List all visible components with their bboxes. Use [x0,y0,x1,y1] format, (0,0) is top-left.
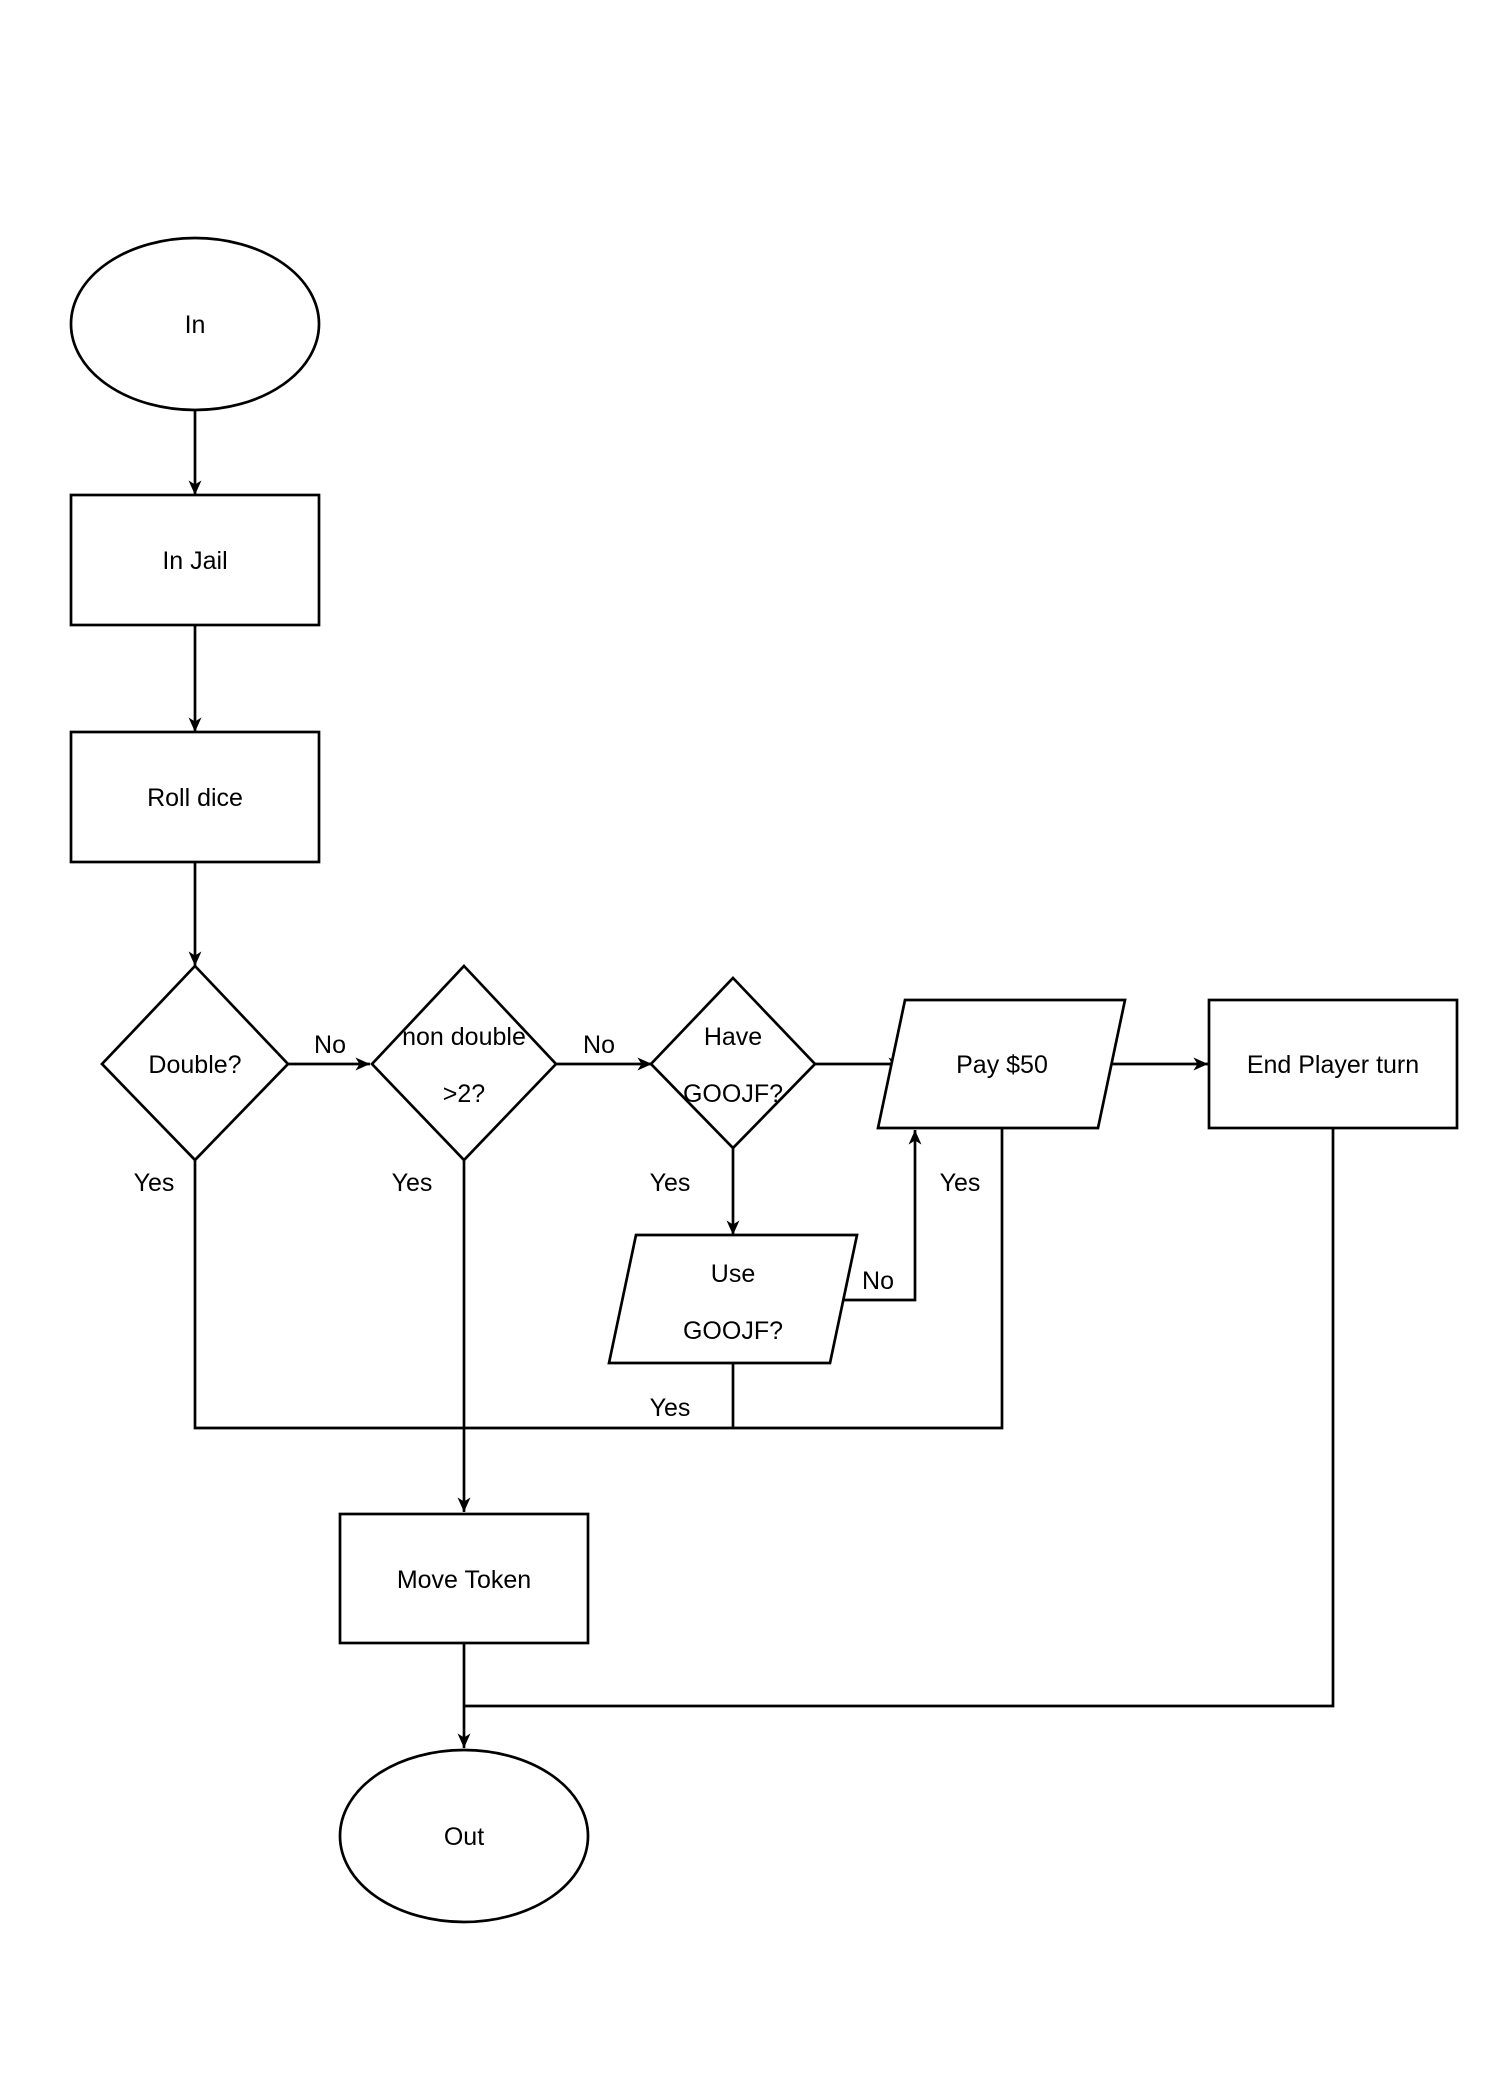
move-token-node: Move Token [338,1512,590,1645]
edge-label-use-goojf-no: No [862,1267,894,1295]
have-goojf-decision-line-1: Have [704,1023,762,1051]
pay-50-node-label: Pay $50 [956,1051,1048,1079]
have-goojf-decision: Have GOOJF? [649,976,817,1150]
roll-dice-node: Roll dice [69,730,321,864]
in-jail-node-label: In Jail [162,547,227,575]
non-double-decision-line-2: >2? [443,1080,485,1108]
edge-label-have-goojf-yes: Yes [650,1169,691,1197]
edge-label-non-double-no: No [583,1031,615,1059]
use-goojf-node: Use GOOJF? [607,1233,859,1365]
double-decision: Double? [100,964,290,1162]
edge-label-double-yes: Yes [134,1169,175,1197]
edges [188,410,1335,1748]
edge-label-use-goojf-yes: Yes [650,1394,691,1422]
edge-use-goojf-no-to-pay [830,1130,922,1302]
non-double-decision: non double >2? [370,964,558,1162]
have-goojf-decision-line-2: GOOJF? [683,1080,783,1108]
double-decision-label: Double? [148,1051,241,1079]
edge-double-yes-to-merge [193,1128,1004,1430]
move-token-node-label: Move Token [397,1566,531,1594]
start-node: In [69,236,321,412]
non-double-decision-line-1: non double [402,1023,526,1051]
edge-label-double-no: No [314,1031,346,1059]
edge-labels: No No Yes Yes Yes Yes No Yes [134,1031,981,1422]
out-node-label: Out [444,1823,484,1851]
edge-end-turn-to-out [464,1128,1335,1708]
use-goojf-node-line-1: Use [711,1260,755,1288]
end-turn-node-label: End Player turn [1247,1051,1419,1079]
edge-label-non-double-yes: Yes [392,1169,433,1197]
end-turn-node: End Player turn [1207,998,1459,1130]
roll-dice-node-label: Roll dice [147,784,243,812]
in-jail-node: In Jail [69,493,321,627]
use-goojf-node-line-2: GOOJF? [683,1317,783,1345]
edge-label-pay-yes: Yes [940,1169,981,1197]
out-node: Out [338,1748,590,1924]
start-node-label: In [185,311,206,339]
pay-50-node: Pay $50 [876,998,1127,1130]
